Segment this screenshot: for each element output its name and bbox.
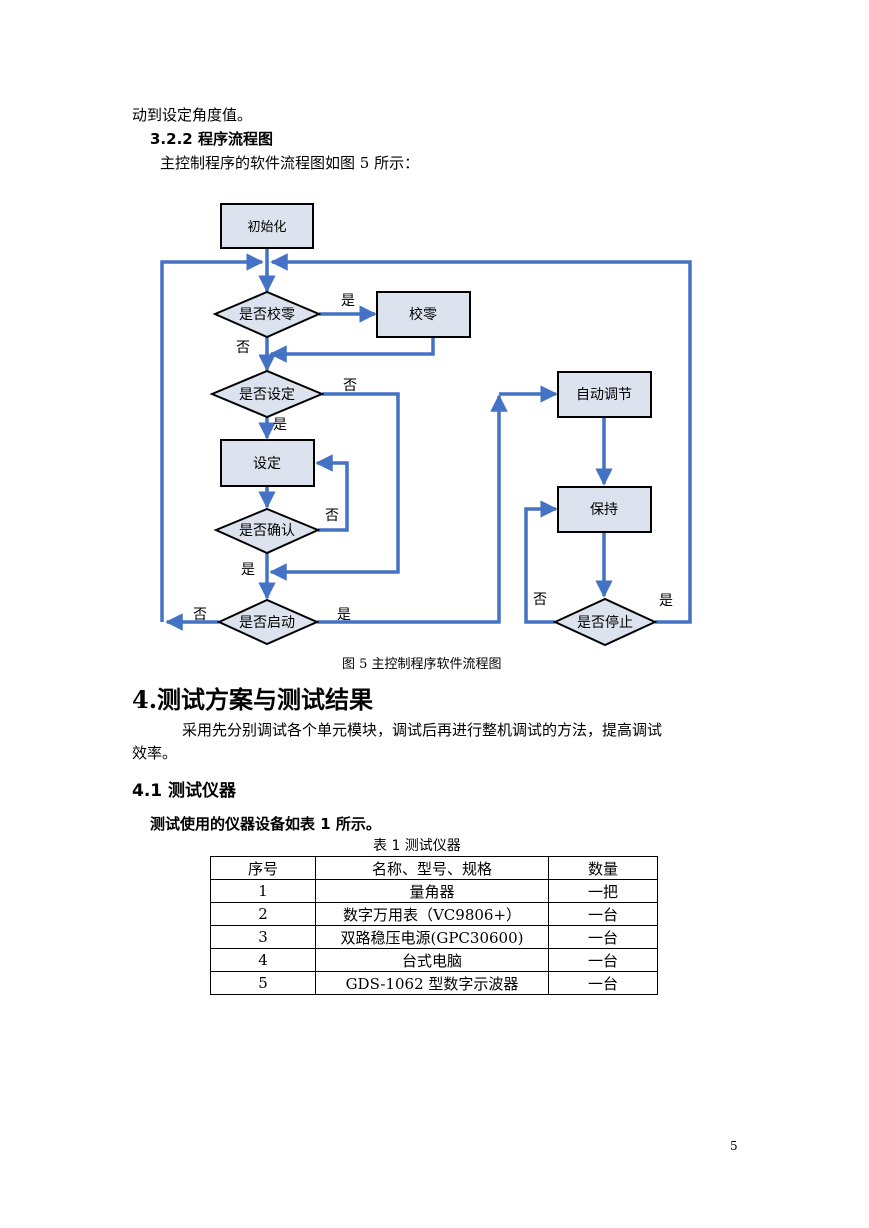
table-title: 表 1 测试仪器: [373, 838, 461, 854]
header-cell-name: 名称、型号、规格: [315, 856, 549, 880]
cell-index: 5: [210, 971, 316, 995]
section-4-body-line-2: 效率。: [132, 744, 178, 762]
edge-label-set-yes: 是: [273, 417, 287, 433]
box-init: [220, 203, 314, 249]
cell-name: 双路稳压电源(GPC30600): [315, 925, 549, 949]
cell-qty: 一台: [548, 948, 658, 972]
flow-decision-diamonds: [209, 290, 658, 647]
box-set: [220, 439, 315, 487]
diamond-stop-check: [552, 597, 658, 647]
table-row: 1 量角器 一把: [210, 879, 658, 903]
edge-label-set-no: 否: [343, 378, 357, 394]
section-4-body-line-1: 采用先分别调试各个单元模块，调试后再进行整机调试的方法，提高调试: [182, 721, 663, 739]
label-set: 设定: [253, 456, 281, 472]
header-cell-qty: 数量: [548, 856, 658, 880]
page-number: 5: [730, 1139, 738, 1153]
table-row: 2 数字万用表（VC9806+） 一台: [210, 902, 658, 926]
cell-index: 2: [210, 902, 316, 926]
table-row: 4 台式电脑 一台: [210, 948, 658, 972]
cell-qty: 一台: [548, 971, 658, 995]
edge-stop-no: [524, 500, 558, 624]
label-confirm-check: 是否确认: [239, 523, 295, 539]
edge-label-confirm-yes: 是: [241, 562, 255, 578]
section-3-2-2-heading: 3.2.2 程序流程图: [150, 128, 273, 149]
label-start-check: 是否启动: [239, 615, 295, 631]
edge-zero-return: [269, 337, 435, 363]
edge-start-no-loop: [160, 253, 264, 622]
cell-name: 台式电脑: [315, 948, 549, 972]
edge-stop-yes: [270, 253, 692, 624]
label-set-check: 是否设定: [239, 387, 295, 403]
cell-qty: 一台: [548, 925, 658, 949]
edge-label-zero-no: 否: [236, 340, 250, 356]
table-header-row: 序号 名称、型号、规格 数量: [210, 856, 658, 880]
flow-connectors: [160, 248, 692, 631]
diamond-confirm-check: [213, 507, 321, 555]
edge-label-confirm-no: 否: [325, 508, 339, 524]
edge-label-stop-no: 否: [533, 592, 547, 608]
section-title: 程序流程图: [197, 130, 273, 148]
label-stop-check: 是否停止: [577, 614, 633, 631]
table-row: 5 GDS-1062 型数字示波器 一台: [210, 971, 658, 995]
cell-name: 量角器: [315, 879, 549, 903]
cell-qty: 一台: [548, 902, 658, 926]
header-cell-index: 序号: [210, 856, 316, 880]
section-4-heading: 4.测试方案与测试结果: [132, 685, 374, 714]
label-hold: 保持: [590, 502, 618, 518]
diamond-zero-check: [212, 290, 322, 339]
table-row: 3 双路稳压电源(GPC30600) 一台: [210, 925, 658, 949]
intro-line: 动到设定角度值。: [132, 106, 253, 124]
label-zero: 校零: [409, 306, 437, 323]
box-auto-adjust: [557, 371, 652, 418]
diamond-set-check: [209, 369, 325, 419]
label-zero-check: 是否校零: [239, 306, 295, 323]
flow-intro-text: 主控制程序的软件流程图如图 5 所示：: [160, 154, 420, 172]
edge-label-start-yes: 是: [337, 607, 351, 623]
edge-set-no: [269, 392, 400, 581]
flowchart: 初始化 是否校零 校零 是否设定 设定 是否确认 是否启动 自动调节 保持 是否…: [160, 203, 692, 647]
box-hold: [557, 486, 652, 533]
figure-caption: 图 5 主控制程序软件流程图: [342, 657, 502, 672]
label-auto-adjust: 自动调节: [576, 387, 632, 403]
edge-start-yes: [317, 394, 508, 624]
section-4-1-heading: 4.1 测试仪器: [132, 781, 237, 801]
edge-label-zero-yes: 是: [341, 293, 355, 309]
label-init: 初始化: [247, 220, 286, 235]
cell-index: 4: [210, 948, 316, 972]
diamond-start-check: [216, 598, 320, 646]
flow-process-boxes: [220, 203, 652, 533]
cell-index: 1: [210, 879, 316, 903]
edge-label-stop-yes: 是: [659, 593, 673, 609]
edge-confirm-no: [315, 454, 349, 532]
box-zero: [376, 291, 471, 338]
section-number: 3.2.2: [150, 130, 193, 148]
instrument-table: 序号 名称、型号、规格 数量 1 量角器 一把 2 数字万用表（VC9806+）…: [210, 856, 658, 995]
cell-index: 3: [210, 925, 316, 949]
cell-name: GDS-1062 型数字示波器: [315, 971, 549, 995]
edge-label-start-no: 否: [193, 607, 207, 623]
cell-name: 数字万用表（VC9806+）: [315, 902, 549, 926]
cell-qty: 一把: [548, 879, 658, 903]
table-intro: 测试使用的仪器设备如表 1 所示。: [150, 815, 381, 833]
